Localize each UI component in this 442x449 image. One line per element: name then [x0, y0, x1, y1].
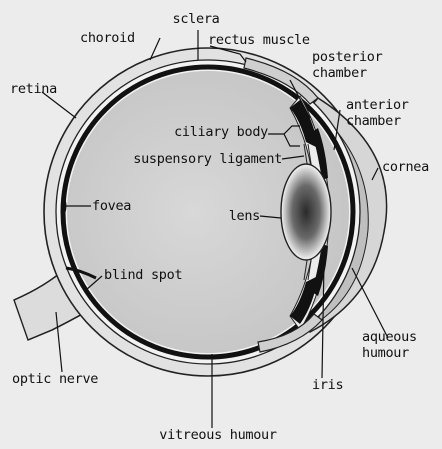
label-anterior-chamber-line2: chamber [346, 114, 401, 129]
label-choroid: choroid [80, 31, 135, 46]
label-blind-spot: blind spot [104, 268, 182, 283]
label-aqueous-humour-line1: aqueous [362, 330, 417, 345]
label-sclera: sclera [173, 12, 220, 27]
label-vitreous-humour: vitreous humour [159, 428, 276, 443]
label-ciliary-body: ciliary body [174, 125, 268, 140]
label-retina: retina [10, 82, 57, 97]
label-posterior-chamber-line2: chamber [312, 66, 367, 81]
label-rectus-muscle: rectus muscle [208, 33, 310, 48]
label-suspensory-ligament: suspensory ligament [133, 152, 282, 167]
lens [281, 164, 331, 260]
label-lens: lens [229, 209, 260, 224]
label-fovea: fovea [92, 199, 131, 214]
label-iris: iris [312, 378, 343, 393]
label-aqueous-humour-line2: humour [362, 346, 409, 361]
label-posterior-chamber-line1: posterior [312, 50, 382, 65]
label-anterior-chamber-line1: anterior [346, 98, 409, 113]
label-cornea: cornea [382, 160, 429, 175]
label-optic-nerve: optic nerve [12, 372, 98, 387]
